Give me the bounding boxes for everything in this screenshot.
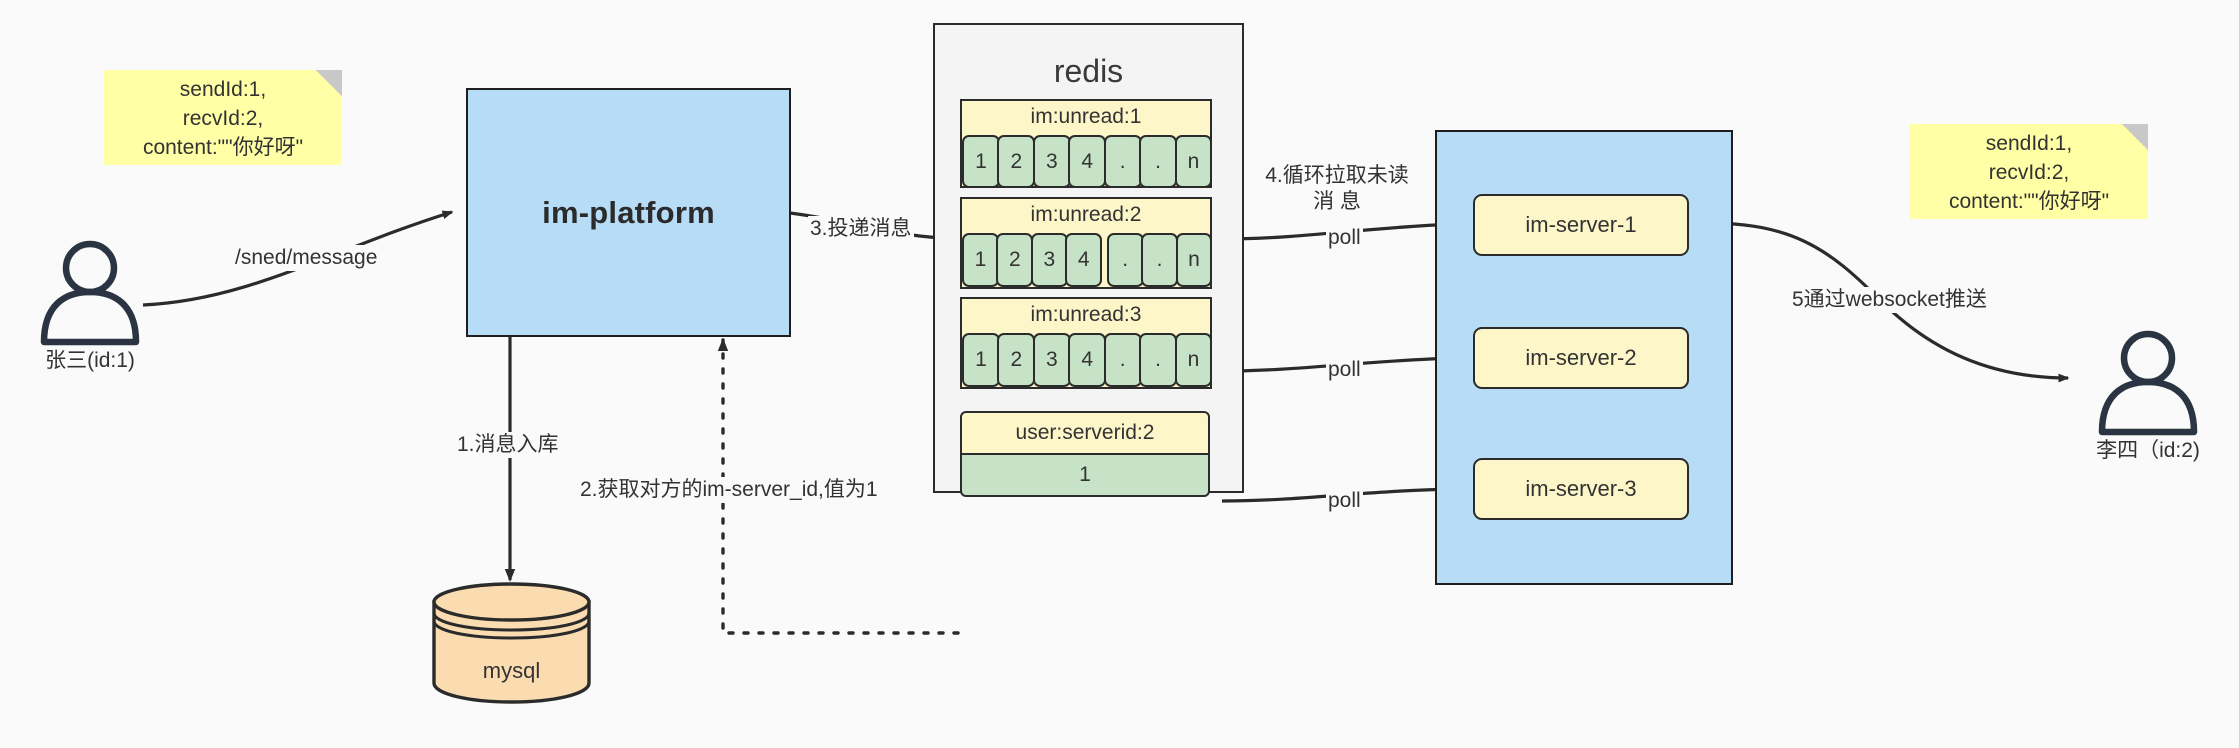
im-platform-label: im-platform — [542, 194, 715, 230]
redis-queue-im-unread-1[interactable]: im:unread:1 1 2 3 4 . . n — [960, 99, 1213, 188]
actor-sender-label: 张三(id:1) — [45, 349, 135, 372]
queue-cell: 4 — [1068, 333, 1107, 387]
im-server-2-node[interactable]: im-server-2 — [1473, 327, 1689, 389]
edge-label-step2: 2.获取对方的im-server_id,值为1 — [578, 477, 880, 503]
edge-label-poll-2: poll — [1326, 357, 1363, 383]
queue-cell: 2 — [997, 135, 1036, 188]
note-left-line-3: content:""你好呀" — [142, 135, 304, 159]
note-left-line-2: recvId:2, — [182, 107, 264, 131]
database-cylinder-icon — [432, 582, 591, 704]
queue-cell: 1 — [962, 333, 1000, 387]
im-server-2-label: im-server-2 — [1525, 345, 1637, 370]
queue-cell: . — [1139, 333, 1178, 387]
im-server-3-node[interactable]: im-server-3 — [1473, 458, 1689, 520]
note-left-line-1: sendId:1, — [179, 78, 267, 102]
queue-cell: 2 — [997, 333, 1036, 387]
person-icon — [2098, 330, 2198, 436]
note-fold-corner-icon — [2122, 124, 2148, 150]
redis-queue-cells: 1 2 3 4 . . n — [962, 233, 1213, 287]
redis-kv-value: 1 — [960, 453, 1210, 497]
redis-queue-key-label: im:unread:3 — [1030, 303, 1142, 326]
queue-cell: 4 — [1068, 135, 1107, 188]
queue-cell: 2 — [996, 233, 1034, 287]
sticky-note-left: sendId:1, recvId:2, content:""你好呀" — [104, 70, 342, 165]
person-icon — [40, 240, 140, 346]
redis-queue-key-label: im:unread:1 — [1030, 105, 1142, 128]
queue-cell: n — [1174, 333, 1213, 387]
queue-cell: 1 — [962, 135, 1000, 188]
redis-queue-cells: 1 2 3 4 . . n — [962, 333, 1213, 387]
actor-sender[interactable]: 张三(id:1) — [32, 240, 148, 380]
edge-label-send-message: /sned/message — [233, 245, 380, 271]
queue-cell: . — [1103, 135, 1142, 188]
redis-queue-im-unread-3[interactable]: im:unread:3 1 2 3 4 . . n — [960, 297, 1213, 389]
note-right-line-2: recvId:2, — [1988, 161, 2070, 185]
redis-queue-cells: 1 2 3 4 . . n — [962, 135, 1213, 188]
redis-kv-key-label: user:serverid:2 — [960, 411, 1210, 455]
queue-cell: n — [1175, 233, 1213, 287]
actor-receiver[interactable]: 李四（id:2) — [2090, 330, 2206, 470]
im-server-1-label: im-server-1 — [1525, 212, 1637, 237]
queue-cell: 3 — [1030, 233, 1068, 287]
edge-label-step1: 1.消息入库 — [455, 432, 561, 458]
mysql-label: mysql — [482, 658, 541, 683]
queue-cell: . — [1103, 333, 1142, 387]
queue-cell: 4 — [1065, 233, 1103, 287]
queue-cell: . — [1106, 233, 1144, 287]
edge-label-step4-line1: 4.循环拉取未读消 — [1265, 164, 1409, 213]
queue-cell: n — [1174, 135, 1213, 188]
queue-cell: 3 — [1032, 333, 1071, 387]
queue-cell: 1 — [962, 233, 999, 287]
redis-kv-user-serverid[interactable]: user:serverid:2 1 — [960, 411, 1210, 497]
mysql-database[interactable]: mysql — [429, 580, 594, 705]
im-server-3-label: im-server-3 — [1525, 476, 1637, 501]
im-platform-box[interactable]: im-platform — [466, 88, 791, 337]
note-right-line-1: sendId:1, — [1985, 132, 2073, 156]
redis-queue-im-unread-2[interactable]: im:unread:2 1 2 3 4 . . n — [960, 197, 1213, 289]
edge-label-step5: 5通过websocket推送 — [1790, 287, 1989, 313]
edge-label-step3: 3.投递消息 — [808, 216, 914, 242]
edge-label-poll-1: poll — [1326, 225, 1363, 251]
sticky-note-right: sendId:1, recvId:2, content:""你好呀" — [1910, 124, 2148, 219]
queue-cell: . — [1139, 135, 1178, 188]
note-fold-corner-icon — [316, 70, 342, 96]
queue-cell: . — [1141, 233, 1179, 287]
im-server-1-node[interactable]: im-server-1 — [1473, 194, 1689, 256]
edge-label-step4: 4.循环拉取未读消 息 — [1255, 163, 1419, 215]
queue-cell: 3 — [1032, 135, 1071, 188]
redis-title: redis — [1053, 53, 1124, 89]
redis-queue-key-label: im:unread:2 — [1030, 203, 1142, 226]
note-right-line-3: content:""你好呀" — [1948, 189, 2110, 213]
edge-label-poll-3: poll — [1326, 488, 1363, 514]
edge-label-step4-line2: 息 — [1339, 189, 1361, 213]
actor-receiver-label: 李四（id:2) — [2096, 439, 2200, 462]
